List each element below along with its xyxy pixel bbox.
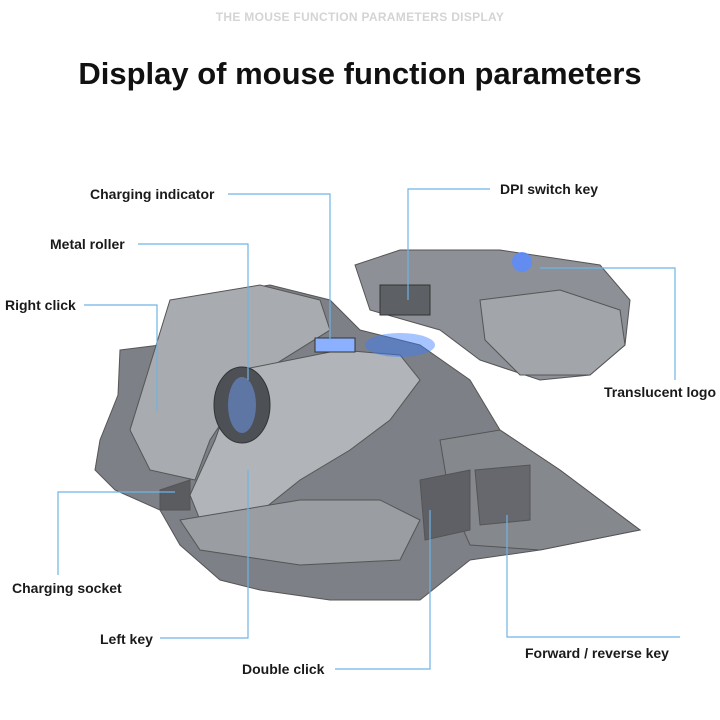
label-forward-reverse-key: Forward / reverse key: [525, 645, 669, 661]
label-charging-indicator: Charging indicator: [90, 186, 215, 202]
header-subtitle: THE MOUSE FUNCTION PARAMETERS DISPLAY: [215, 10, 505, 24]
label-charging-socket: Charging socket: [12, 580, 122, 596]
translucent-logo-mark: [512, 252, 532, 272]
charging-indicator-led: [314, 337, 356, 353]
label-left-key: Left key: [100, 631, 153, 647]
label-dpi-switch-key: DPI switch key: [500, 181, 599, 197]
mouse-body: [94, 249, 642, 601]
label-metal-roller: Metal roller: [50, 236, 125, 252]
dpi-switch-button: [379, 284, 431, 316]
label-double-click: Double click: [242, 661, 325, 677]
label-translucent-logo: Translucent logo: [604, 384, 717, 400]
page-title: Display of mouse function parameters: [78, 56, 642, 91]
callout-lines: [57, 188, 680, 670]
label-right-click: Right click: [5, 297, 76, 313]
